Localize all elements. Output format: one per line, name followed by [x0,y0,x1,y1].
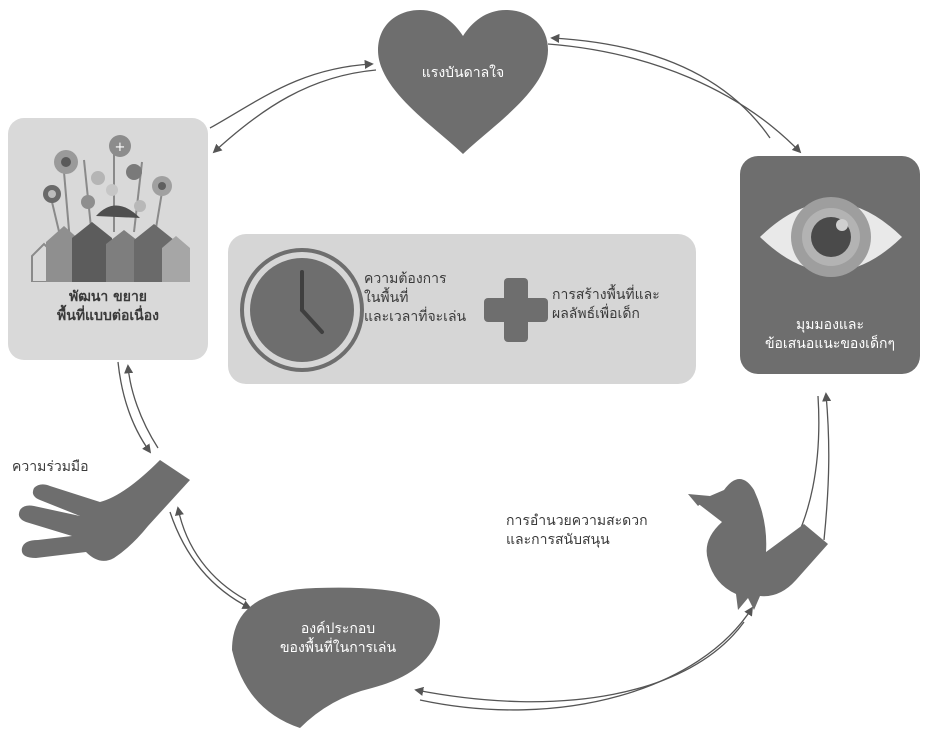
perspective-label: มุมมองและ ข้อเสนอแนะของเด็กๆ [764,317,896,352]
clock-icon [240,248,364,372]
hand-icon [18,460,190,561]
bird-icon [688,479,828,610]
heart-icon [378,10,548,154]
arrow-bird-to-right [822,392,832,541]
arrow-hand-to-leaf [169,511,252,609]
arrow-leaf-to-bird [419,606,753,711]
perspective-card [740,156,920,374]
svg-text:+: + [115,140,126,155]
plus-icon [484,278,548,342]
arrow-left-to-hand [117,361,152,454]
eye-icon [760,197,902,277]
inspiration-label: แรงบันดาลใจ [421,65,505,81]
arrow-hand-to-left [124,364,159,449]
needs-label: ความต้องการ ในพื้นที่ และเวลาที่จะเล่น [364,271,467,325]
arrow-heart-to-left [212,69,377,154]
play-space-components-label: องค์ประกอบ ของพื้นที่ในการเล่น [279,621,397,656]
arrow-right-to-heart [550,33,771,139]
arrow-leaf-to-hand [174,506,247,601]
arrow-left-to-heart [209,59,374,129]
cooperation-label: ความร่วมมือ [12,459,89,475]
creation-label: การสร้างพื้นที่และ ผลลัพธ์เพื่อเด็ก [552,287,660,322]
leaf-shape [232,587,440,728]
facilitation-label: การอำนวยความสะดวก และการสนับสนุน [506,513,648,548]
development-label: พัฒนา ขยาย พื้นที่แบบต่อเนื่อง [57,289,159,324]
development-card: + [8,118,208,360]
arrow-heart-to-right [547,43,802,154]
garden-houses-illustration: + [31,135,190,282]
arrow-bird-to-leaf [414,621,745,703]
